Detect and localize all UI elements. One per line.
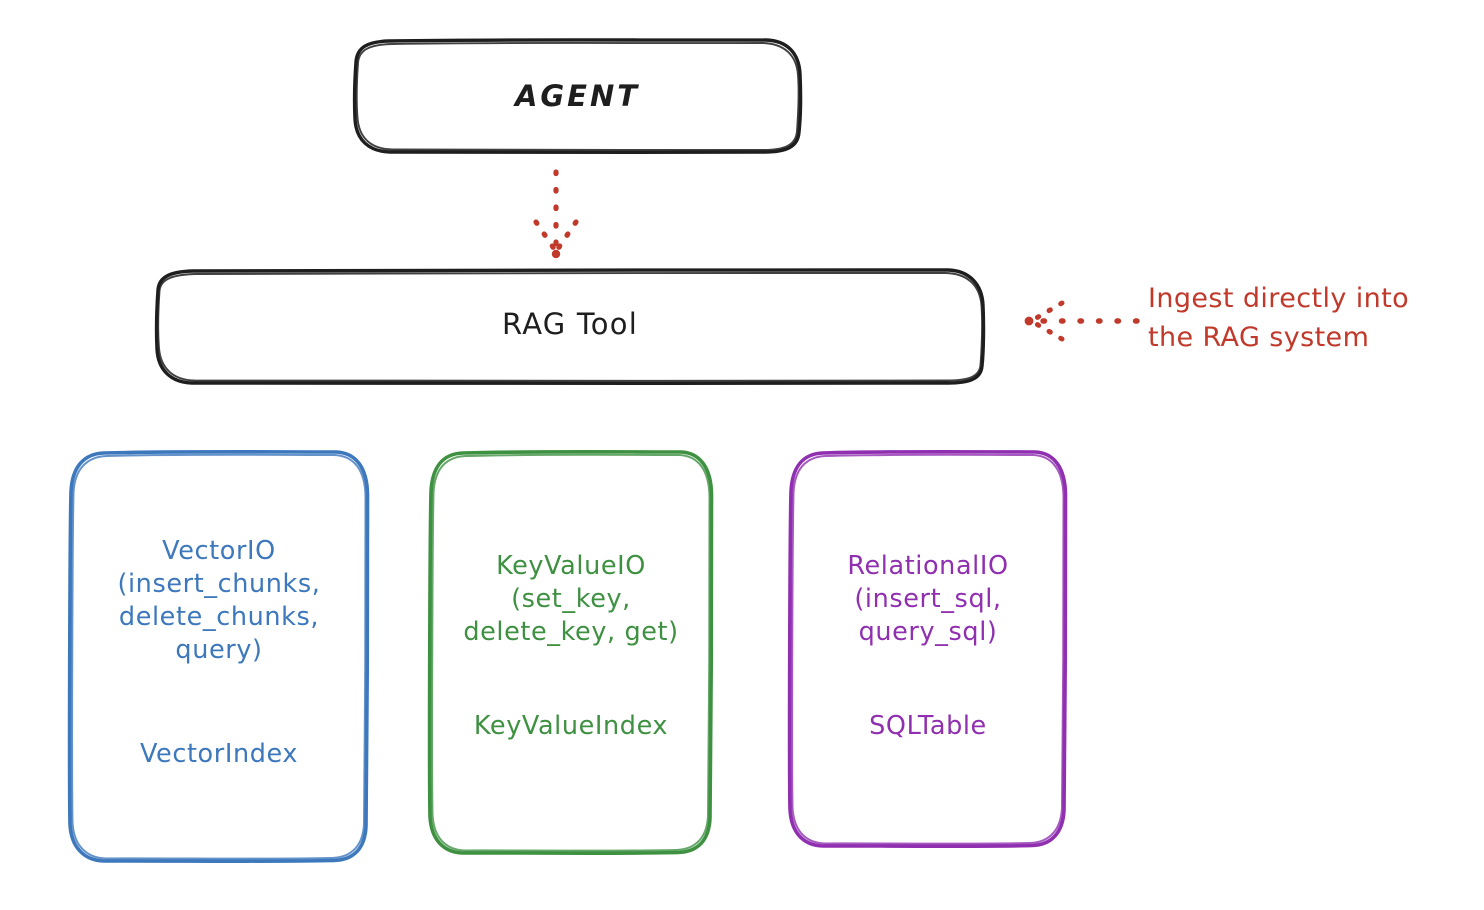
- rag-tool-node-shape[interactable]: [154, 268, 986, 386]
- key-value-io-api-label: KeyValueIO (set_key, delete_key, get): [463, 551, 679, 648]
- vector-io-index-label: VectorIndex: [139, 739, 299, 769]
- vector-io-api-label: VectorIO (insert_chunks, delete_chunks, …: [117, 536, 321, 666]
- key-value-io-node-shape[interactable]: [427, 449, 714, 855]
- relational-io-node-shape[interactable]: [787, 449, 1068, 848]
- agent-node-label: AGENT: [514, 79, 641, 113]
- rag-tool-node-label: RAG Tool: [502, 307, 638, 341]
- key-value-io-index-label: KeyValueIndex: [473, 711, 669, 741]
- ingest-arrow: [1024, 300, 1140, 342]
- agent-to-rag-tool-arrow: [533, 169, 579, 259]
- vector-io-node-shape[interactable]: [67, 449, 370, 863]
- relational-io-index-label: SQLTable: [869, 711, 987, 741]
- agent-node-shape[interactable]: [352, 38, 803, 155]
- ingest-annotation-text: Ingest directly into the RAG system: [1148, 283, 1410, 354]
- relational-io-api-label: RelationalIO (insert_sql, query_sql): [847, 551, 1009, 648]
